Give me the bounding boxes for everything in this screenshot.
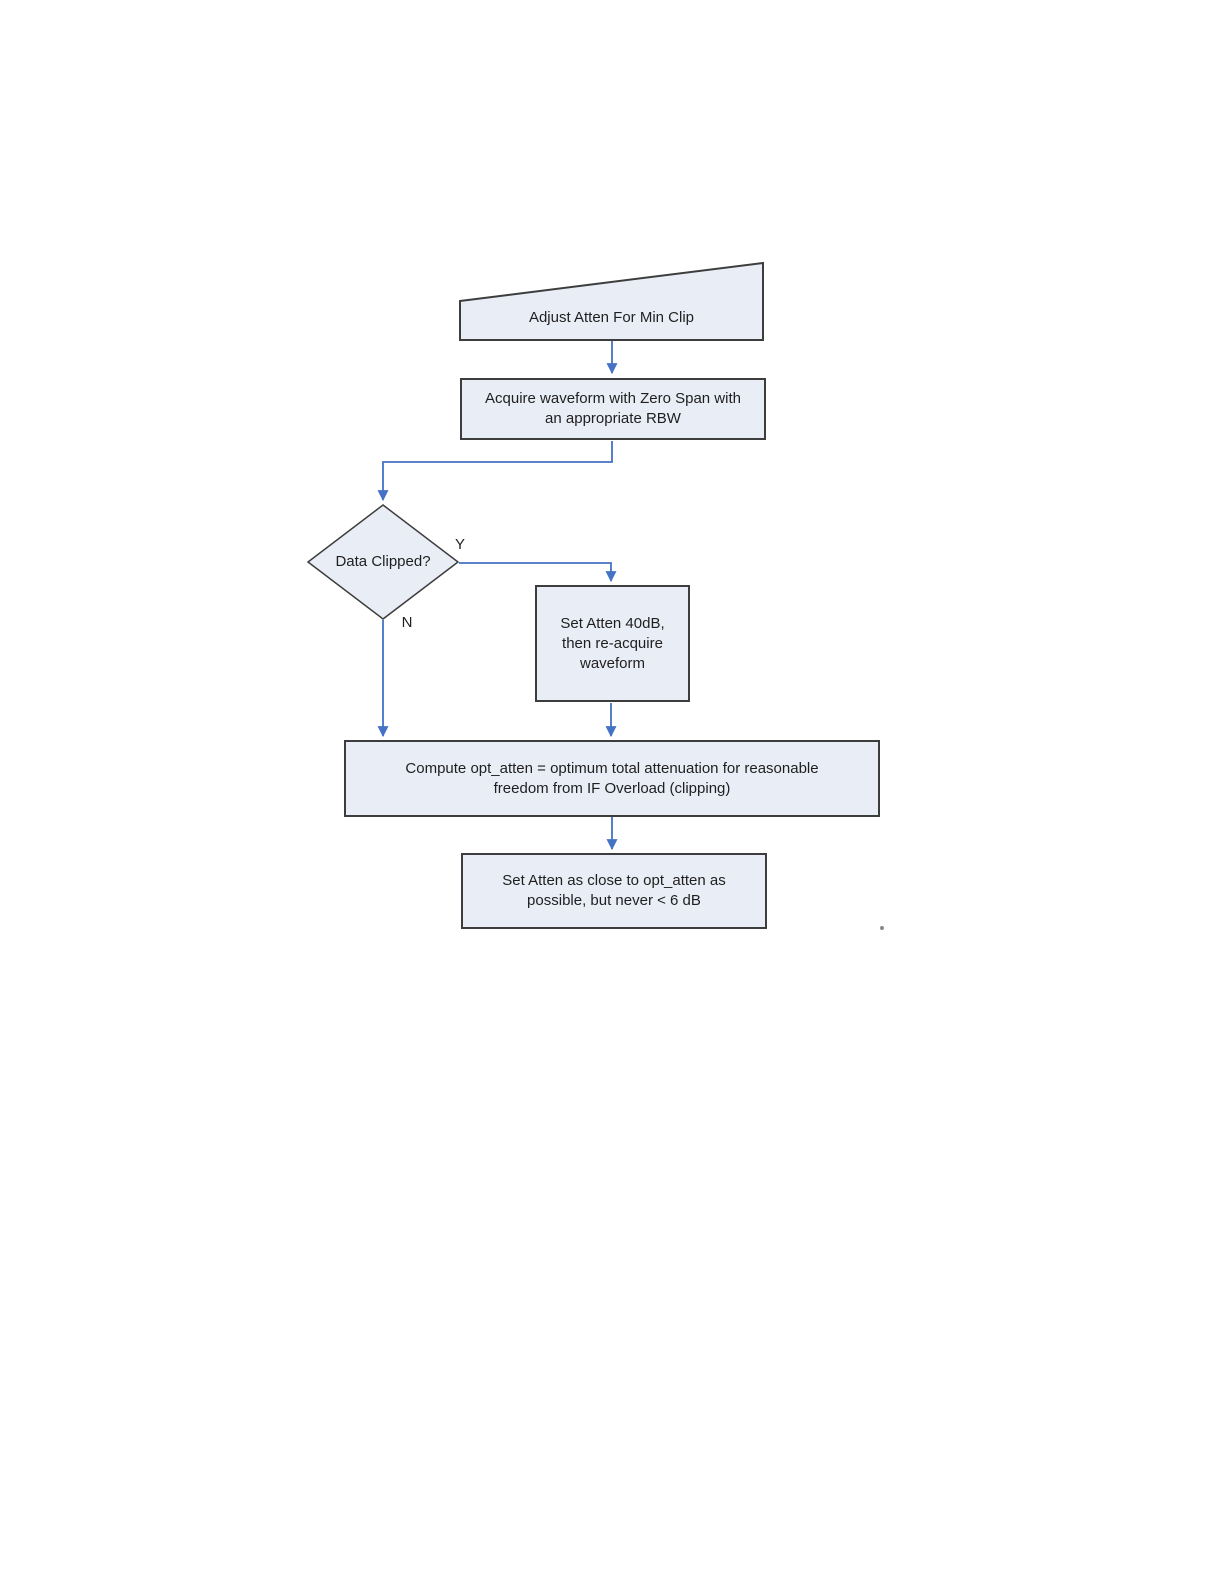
connector-decision-yes-to-set40 — [459, 562, 617, 583]
node-set-atten-40: Set Atten 40dB, then re-acquire waveform — [535, 585, 690, 702]
node-compute-opt-atten: Compute opt_atten = optimum total attenu… — [344, 740, 880, 817]
connector-acquire-to-decision — [377, 441, 613, 502]
stray-dot — [880, 926, 884, 930]
node-acquire-waveform: Acquire waveform with Zero Span with an … — [460, 378, 766, 440]
decision-diamond-data-clipped-shape — [306, 504, 460, 620]
node-set-atten-final-label: Set Atten as close to opt_atten as possi… — [502, 872, 726, 909]
node-adjust-atten: Adjust Atten For Min Clip — [460, 296, 763, 340]
branch-no-label: N — [401, 614, 413, 631]
node-data-clipped: Data Clipped? — [308, 540, 458, 584]
branch-yes-label: Y — [454, 536, 465, 553]
node-acquire-waveform-label: Acquire waveform with Zero Span with an … — [485, 390, 741, 427]
node-set-atten-final: Set Atten as close to opt_atten as possi… — [461, 853, 767, 929]
node-compute-opt-atten-label: Compute opt_atten = optimum total attenu… — [405, 759, 819, 797]
node-adjust-atten-label: Adjust Atten For Min Clip — [528, 309, 695, 326]
node-adjust-atten-shape — [459, 261, 764, 341]
node-data-clipped-label: Data Clipped? — [335, 553, 431, 570]
node-set-atten-40-label: Set Atten 40dB, then re-acquire waveform — [560, 614, 665, 672]
